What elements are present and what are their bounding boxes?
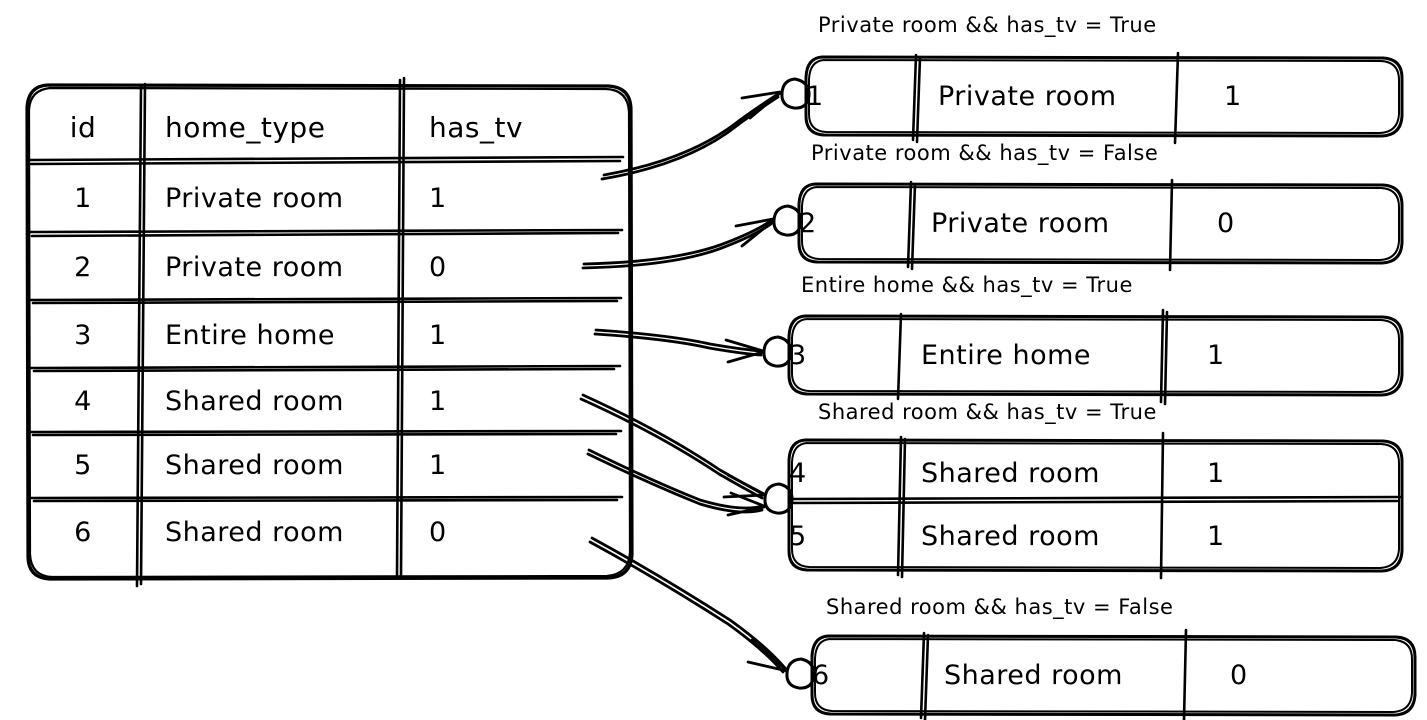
source-row-6-home-type: Shared room [165, 516, 344, 548]
source-row-2-has-tv: 0 [429, 251, 447, 283]
group-box-5-vrules [919, 628, 1188, 720]
group-box-4 [787, 438, 1404, 573]
source-row-3-id: 3 [74, 319, 92, 351]
group-4-connector-circle [763, 482, 794, 515]
group-box-2-vrules [906, 178, 1174, 272]
group-2-row-1-home-type: Private room [931, 207, 1110, 239]
group-4-label: Shared room && has_tv = True [818, 400, 1157, 424]
group-3-row-1: 3 Entire home 1 [789, 322, 1407, 388]
group-4-row-2: 5 Shared room 1 [789, 506, 1407, 566]
group-box-5-echo [814, 638, 1413, 713]
source-row-2-id: 2 [74, 251, 92, 283]
arrow-row6-to-group5 [588, 536, 789, 674]
source-table-header-id: id [69, 110, 97, 144]
group-5-connector-circle [785, 657, 816, 690]
group-2-label: Private room && has_tv = False [811, 141, 1159, 165]
group-2-row-1: 2 Private room 0 [799, 190, 1417, 256]
source-row-3-home-type: Entire home [165, 319, 336, 351]
group-box-4-echo [791, 442, 1400, 569]
group-4-row-2-id: 5 [789, 520, 807, 552]
arrow-row4-to-group4 [579, 393, 766, 500]
group-box-1-echo [808, 59, 1400, 134]
arrow-row2-to-group2 [581, 217, 775, 270]
group-2-row-1-has-tv: 0 [1217, 207, 1235, 239]
source-row-1-has-tv: 1 [429, 182, 447, 214]
group-4-row-1-has-tv: 1 [1207, 457, 1225, 489]
group-1-connector-circle [780, 77, 811, 110]
group-2-connector-circle [772, 204, 803, 237]
arrow-row1-to-group1 [600, 90, 782, 181]
source-table-header-home-type: home_type [165, 110, 326, 144]
group-4-row-1: 4 Shared room 1 [789, 444, 1407, 502]
source-row-4-id: 4 [74, 385, 92, 417]
source-table: id home_type has_tv 1 Private room 1 2 P… [27, 84, 632, 580]
source-table-outline-echo [27, 86, 632, 579]
source-row-3-has-tv: 1 [429, 319, 447, 351]
group-box-3-echo [791, 318, 1400, 393]
source-row-1-id: 1 [74, 182, 92, 214]
group-4-row-1-id: 4 [789, 457, 807, 489]
group-1-row-1-has-tv: 1 [1224, 80, 1242, 112]
source-row-5-home-type: Shared room [165, 449, 344, 481]
source-row-4-has-tv: 1 [429, 385, 447, 417]
group-box-2-echo [801, 186, 1400, 261]
group-4-row-1-home-type: Shared room [921, 457, 1100, 489]
source-row-6-has-tv: 0 [429, 516, 447, 548]
source-row-1-home-type: Private room [165, 182, 344, 214]
source-row-5-id: 5 [74, 449, 92, 481]
source-row-2-home-type: Private room [165, 251, 344, 283]
source-row-6-id: 6 [74, 516, 92, 548]
group-box-1-vrules [911, 51, 1180, 145]
group-3-connector-circle [762, 335, 793, 368]
source-table-outline [25, 83, 634, 581]
group-1-row-1-id: 1 [806, 80, 824, 112]
source-table-hrules [27, 155, 625, 503]
group-4-row-2-has-tv: 1 [1207, 520, 1225, 552]
group-5-row-1: 6 Shared room 0 [812, 642, 1427, 708]
group-box-5 [810, 634, 1417, 717]
group-1-label: Private room && has_tv = True [818, 13, 1157, 37]
group-box-1 [804, 55, 1404, 138]
source-table-vrules [135, 76, 406, 588]
group-3-row-1-id: 3 [789, 339, 807, 371]
group-box-2 [797, 182, 1404, 265]
group-box-3 [787, 314, 1404, 397]
source-row-4-home-type: Shared room [165, 385, 344, 417]
group-2-row-1-id: 2 [799, 207, 817, 239]
group-3-label: Entire home && has_tv = True [801, 273, 1133, 297]
source-row-5-has-tv: 1 [429, 449, 447, 481]
group-3-row-1-home-type: Entire home [921, 339, 1092, 371]
group-5-row-1-home-type: Shared room [944, 659, 1123, 691]
arrow-row5-to-group4 [586, 448, 766, 517]
arrow-row3-to-group3 [593, 328, 765, 364]
group-1-row-1-home-type: Private room [938, 80, 1117, 112]
source-table-header-has-tv: has_tv [429, 110, 524, 144]
group-4-row-2-home-type: Shared room [921, 520, 1100, 552]
group-5-row-1-id: 6 [812, 659, 830, 691]
group-1-row-1: 1 Private room 1 [806, 63, 1424, 129]
group-box-3-vrules [896, 308, 1169, 406]
group-box-4-rules [788, 431, 1402, 580]
group-5-row-1-has-tv: 0 [1230, 659, 1248, 691]
group-5-label: Shared room && has_tv = False [826, 595, 1174, 619]
group-3-row-1-has-tv: 1 [1207, 339, 1225, 371]
